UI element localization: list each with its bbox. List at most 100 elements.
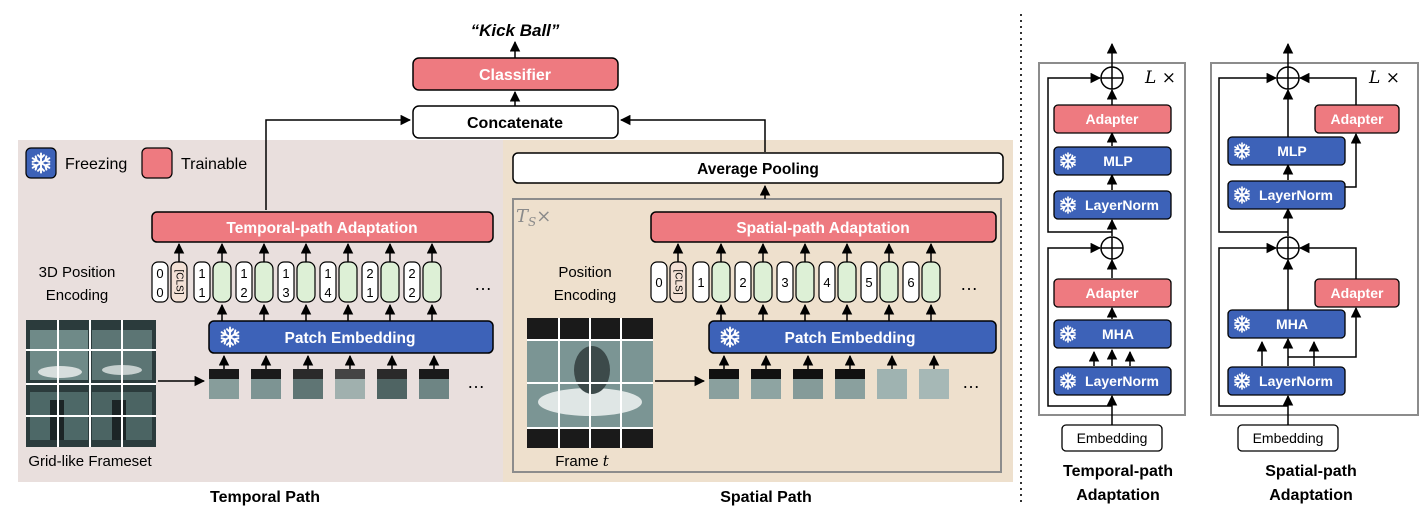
concatenate-box	[412, 105, 619, 139]
position-label: 3	[781, 275, 788, 290]
trainable-legend-swatch	[141, 147, 173, 179]
patch-token	[879, 261, 899, 303]
patch-token	[338, 261, 358, 303]
frame-label: Frame t	[555, 452, 610, 470]
spatial-block-adapter-top: Adapter	[1331, 111, 1384, 127]
spatial-adaptation-block: L × Adapter MLP LayerNorm Ada	[1210, 42, 1419, 452]
position-token	[776, 261, 794, 303]
spatial-token-ellipsis: …	[960, 274, 978, 294]
output-label: “Kick Ball”	[471, 21, 560, 40]
position-label: 2	[240, 285, 247, 300]
spatial-pos-enc-line1: Position	[558, 264, 611, 281]
spatial-block-layernorm-bottom: LayerNorm	[1259, 373, 1333, 389]
position-label: 1	[198, 266, 205, 281]
spatial-patch-sequence	[709, 354, 949, 399]
temporal-patch-ellipsis: …	[467, 372, 485, 392]
spatial-pos-enc-line2: Encoding	[554, 287, 617, 304]
spatial-block-layernorm-top: LayerNorm	[1259, 187, 1333, 203]
position-label: 0	[655, 275, 662, 290]
patch-token	[254, 261, 274, 303]
legend-trainable: Trainable	[181, 156, 247, 173]
spatial-patch-ellipsis: …	[962, 372, 980, 392]
cls-token-label: [CLS]	[672, 269, 683, 294]
temporal-adaptation-box	[151, 211, 494, 243]
patch-token	[795, 261, 815, 303]
position-token	[692, 261, 710, 303]
position-token	[361, 261, 379, 303]
temporal-pos-enc-line2: Encoding	[46, 287, 109, 304]
position-label: 1	[324, 266, 331, 281]
classifier-box	[412, 57, 619, 91]
temporal-block-repeat: L ×	[1144, 68, 1176, 88]
temporal-pos-enc-line1: 3D Position	[39, 264, 116, 281]
spatial-block-adapter-bottom: Adapter	[1331, 285, 1384, 301]
position-label: 1	[282, 266, 289, 281]
position-token	[902, 261, 920, 303]
position-label: 2	[408, 266, 415, 281]
grid-frameset-image	[26, 320, 156, 447]
position-token-0	[151, 261, 169, 303]
position-label: 0	[156, 285, 163, 300]
spatial-block-mha: MHA	[1276, 316, 1308, 332]
position-label: 2	[739, 275, 746, 290]
classifier-label: Classifier	[479, 67, 551, 84]
temporal-block-mha: MHA	[1102, 326, 1134, 342]
temporal-block-embedding: Embedding	[1077, 430, 1148, 446]
spatial-patch-embedding-box	[708, 320, 997, 354]
position-label: 1	[366, 285, 373, 300]
temporal-block-layernorm-top: LayerNorm	[1085, 197, 1159, 213]
spatial-to-concat-arrow	[619, 114, 766, 152]
concatenate-label: Concatenate	[467, 115, 563, 132]
patch-token	[296, 261, 316, 303]
spatial-path-title: Spatial Path	[720, 489, 812, 506]
temporal-block-title-line2: Adaptation	[1076, 487, 1160, 504]
position-token	[734, 261, 752, 303]
position-token	[860, 261, 878, 303]
position-token	[403, 261, 421, 303]
position-label: 2	[366, 266, 373, 281]
position-label: 2	[408, 285, 415, 300]
temporal-adaptation-block: L × Adapter MLP LayerNorm Adapter	[1038, 42, 1186, 452]
position-token	[319, 261, 337, 303]
temporal-to-concat-arrow	[265, 114, 412, 210]
position-label: 1	[240, 266, 247, 281]
temporal-adaptation-label: Temporal-path Adaptation	[226, 220, 417, 237]
position-label: 4	[324, 285, 331, 300]
frame-t-image	[527, 318, 653, 448]
position-token	[818, 261, 836, 303]
patch-token	[921, 261, 941, 303]
patch-token	[711, 261, 731, 303]
position-token	[193, 261, 211, 303]
spatial-patch-embedding-label: Patch Embedding	[785, 330, 916, 347]
temporal-patch-embedding-box	[208, 320, 494, 354]
spatial-adaptation-label: Spatial-path Adaptation	[736, 220, 909, 237]
patch-token	[212, 261, 232, 303]
position-label: 1	[697, 275, 704, 290]
position-token	[235, 261, 253, 303]
spatial-adaptation-box	[650, 211, 997, 243]
temporal-block-mlp: MLP	[1103, 153, 1133, 169]
temporal-token-ellipsis: …	[474, 274, 492, 294]
patch-token	[380, 261, 400, 303]
position-token	[277, 261, 295, 303]
temporal-block-adapter-top: Adapter	[1086, 111, 1139, 127]
position-label: 6	[907, 275, 914, 290]
position-token-0	[650, 261, 668, 303]
legend-freezing: Freezing	[65, 156, 127, 173]
temporal-block-adapter-bottom: Adapter	[1086, 285, 1139, 301]
spatial-block-mlp: MLP	[1277, 143, 1307, 159]
frameset-label: Grid-like Frameset	[28, 453, 152, 470]
patch-token	[422, 261, 442, 303]
spatial-repeat-symbol: TS×	[516, 206, 551, 229]
temporal-patch-embedding-label: Patch Embedding	[285, 330, 416, 347]
spatial-block-embedding: Embedding	[1253, 430, 1324, 446]
spatial-block-title-line1: Spatial-path	[1265, 463, 1357, 480]
temporal-path-title: Temporal Path	[210, 489, 320, 506]
position-label: 1	[198, 285, 205, 300]
average-pooling-box	[512, 152, 1004, 184]
average-pooling-label: Average Pooling	[697, 161, 819, 178]
spatial-repeat-frame	[512, 198, 1002, 473]
patch-token	[753, 261, 773, 303]
